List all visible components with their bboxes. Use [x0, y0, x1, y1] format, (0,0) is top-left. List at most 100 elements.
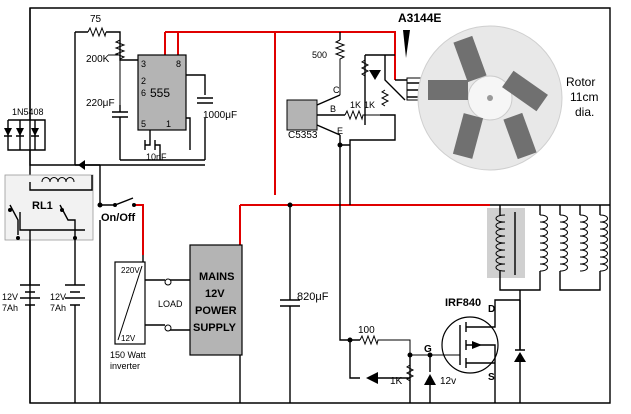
rotor-label-1: Rotor: [566, 75, 595, 89]
resistor-hall: [360, 59, 370, 77]
onoff-label: On/Off: [101, 212, 136, 224]
battery-1-voltage: 12V: [2, 292, 18, 302]
battery-2-voltage: 12V: [50, 292, 66, 302]
diode-label: 1N5408: [12, 107, 44, 117]
relay-diode-icon: [78, 160, 85, 170]
gate-diode-icon: [366, 372, 378, 384]
resistor-75-label: 75: [90, 14, 102, 25]
base-label: B: [330, 104, 336, 114]
battery-2: [65, 284, 85, 403]
mains-psu: [189, 244, 243, 356]
rotor-magnet-2: [502, 70, 548, 112]
pickup-coils: [539, 214, 608, 272]
battery-1: [20, 284, 40, 403]
timer-wire-right: [186, 74, 206, 160]
resistor-100: [359, 334, 460, 356]
battery-2-capacity: 7Ah: [50, 303, 66, 313]
pin-6: 6: [141, 88, 146, 98]
junction-dot: [337, 142, 343, 148]
collector-label: C: [333, 85, 340, 95]
inverter-in-label: 220V: [121, 266, 140, 275]
relay-contact-1: [8, 208, 12, 212]
cap-10nf: [144, 130, 161, 160]
cap-220uf-label: 220μF: [86, 98, 115, 109]
rotor-magnet-3: [428, 80, 468, 100]
drive-coil: [495, 214, 506, 272]
inverter-label-1: 150 Watt: [110, 350, 146, 360]
diode-feed: [29, 8, 75, 166]
junction-dot: [347, 337, 353, 343]
cap-1000uf: [197, 97, 213, 104]
pot-200k: [114, 39, 126, 105]
inverter-wires: [99, 220, 144, 403]
junction-dot: [287, 202, 293, 208]
rotor-center: [487, 95, 493, 101]
mosfet-label: IRF840: [445, 297, 481, 309]
transistor-leads: [316, 94, 345, 136]
cap-820uf: [280, 205, 300, 403]
pin-5: 5: [141, 119, 146, 129]
resistor-1k-hall: [380, 89, 390, 107]
psu-line-1: MAINS: [199, 271, 234, 283]
drive-coil-bg: [487, 208, 525, 278]
relay-contact-4: [73, 236, 77, 240]
hall-label: A3144E: [398, 11, 441, 25]
battery-1-capacity: 7Ah: [2, 303, 18, 313]
flyback-diode-icon: [514, 352, 526, 362]
positive-supply-wire: [164, 31, 490, 245]
r1k-hall-label: 1K: [364, 100, 375, 110]
cap-220uf: [112, 105, 128, 160]
psu-line-3: POWER: [195, 305, 237, 317]
flyback-diode-wire: [494, 300, 525, 403]
gate-diode-wire: [349, 340, 411, 403]
inverter-label-2: inverter: [110, 361, 140, 371]
diode-1n5408-icons: [4, 128, 39, 136]
cap-1000uf-label: 1000μF: [203, 110, 237, 121]
pot-200k-label: 200K: [86, 54, 110, 65]
transistor-wires: [339, 114, 396, 341]
transistor-body: [286, 99, 318, 131]
pin-2: 2: [141, 76, 146, 86]
relay-label: RL1: [32, 200, 53, 212]
rotor-magnet-4: [452, 113, 484, 159]
load-label: LOAD: [158, 299, 183, 309]
relay-contact-3: [16, 236, 20, 240]
relay-coil-wire: [29, 175, 93, 191]
r100-label: 100: [358, 325, 375, 336]
timer-wire-left: [74, 31, 138, 165]
diode-bridge-wires: [7, 119, 46, 151]
relay-contacts: [9, 204, 85, 285]
zener-icon: [424, 374, 436, 385]
psu-line-4: SUPPLY: [193, 322, 237, 334]
ic-555: [137, 54, 187, 131]
inverter-diagonal: [117, 265, 143, 341]
hall-wires: [364, 54, 410, 125]
hall-arrow-icon: [403, 30, 410, 58]
rotor-magnet-5: [503, 112, 537, 160]
rotor-magnet-1: [453, 35, 487, 83]
drain-label: D: [488, 304, 495, 315]
pin-8: 8: [176, 59, 181, 69]
gate-label: G: [424, 344, 432, 355]
switch-red-wire: [135, 204, 144, 255]
relay-contact-2: [60, 208, 64, 212]
load-terminal-2: [164, 324, 172, 332]
load-terminal-1: [164, 278, 172, 286]
rotor-label-2: 11cm: [570, 90, 598, 104]
cap-10nf-label: 10nF: [146, 152, 167, 162]
r1k-base-label: 1K: [350, 100, 361, 110]
rotor-label-3: dia.: [575, 105, 594, 119]
switch-pivot: [113, 203, 117, 207]
load-wires: [145, 279, 190, 331]
cap-820uf-label: 820μF: [297, 291, 329, 303]
resistor-75: [87, 26, 107, 38]
resistor-1k-gate: [405, 364, 415, 382]
r1k-gate-label: 1K: [390, 376, 403, 387]
led-icon: [369, 70, 381, 80]
psu-line-2: 12V: [205, 288, 225, 300]
resistor-500: [334, 39, 346, 95]
pin-1: 1: [166, 119, 171, 129]
switch-contact: [132, 203, 136, 207]
